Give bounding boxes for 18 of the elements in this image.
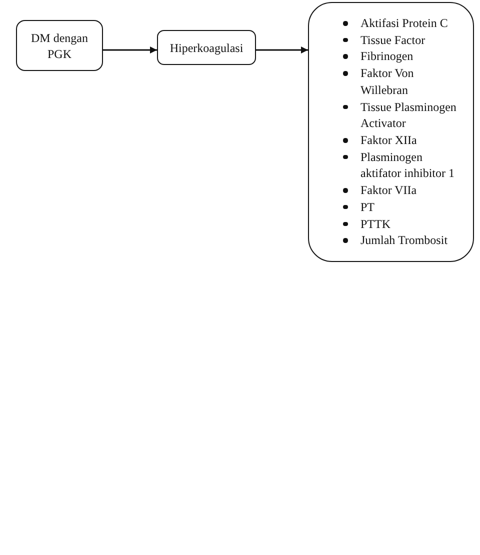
arrow xyxy=(103,46,157,54)
arrow xyxy=(256,46,308,54)
box-label: Hiperkoagulasi xyxy=(170,40,244,56)
list-item-text: Faktor Von Willebran xyxy=(360,65,415,99)
list-item-text: Faktor XIIa xyxy=(360,132,418,149)
list-item-text: Tissue Factor xyxy=(360,32,426,48)
list-item-text: Fibrinogen xyxy=(360,48,414,66)
list-item-text: PT xyxy=(360,198,376,216)
list-item-text: Jumlah Trombosit xyxy=(360,232,449,249)
list-item-text: PTTK xyxy=(360,216,392,232)
process-box xyxy=(16,20,103,71)
process-box xyxy=(157,30,256,65)
list-item-text: Faktor VIIa xyxy=(360,182,418,199)
list-item-text: Tissue Plasminogen Activator xyxy=(360,98,458,132)
list-item-text: Plasminogen aktifator inhibitor 1 xyxy=(360,148,456,182)
list-box xyxy=(308,2,474,262)
list-item-text: Aktifasi Protein C xyxy=(360,15,449,32)
box-label: DM dengan PGK xyxy=(30,30,89,62)
